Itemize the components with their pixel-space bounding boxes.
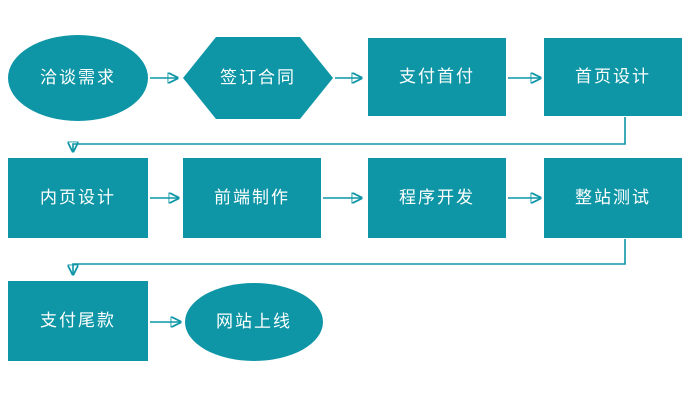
node-label: 支付首付: [399, 66, 475, 87]
node-label: 程序开发: [399, 187, 475, 208]
node-label: 内页设计: [40, 187, 116, 208]
node-homepage-design: 首页设计: [544, 38, 682, 116]
edge-testing-balance: [73, 239, 626, 274]
node-label: 前端制作: [214, 187, 290, 208]
node-pay-balance: 支付尾款: [8, 281, 148, 361]
node-site-launch: 网站上线: [185, 283, 323, 361]
node-program-development: 程序开发: [368, 158, 506, 238]
node-sign-contract: 签订合同: [183, 37, 333, 119]
node-label: 支付尾款: [40, 310, 116, 331]
node-label: 首页设计: [575, 66, 651, 87]
node-label: 整站测试: [575, 187, 651, 208]
node-site-testing: 整站测试: [544, 158, 682, 238]
node-label: 签订合同: [220, 67, 296, 88]
node-pay-deposit: 支付首付: [368, 38, 506, 116]
node-negotiate-requirements: 洽谈需求: [8, 35, 148, 121]
node-label: 洽谈需求: [40, 67, 116, 88]
edge-homepage-innerpage: [73, 117, 626, 151]
node-frontend-production: 前端制作: [183, 158, 321, 238]
node-innerpage-design: 内页设计: [8, 158, 148, 238]
node-label: 网站上线: [216, 311, 292, 332]
